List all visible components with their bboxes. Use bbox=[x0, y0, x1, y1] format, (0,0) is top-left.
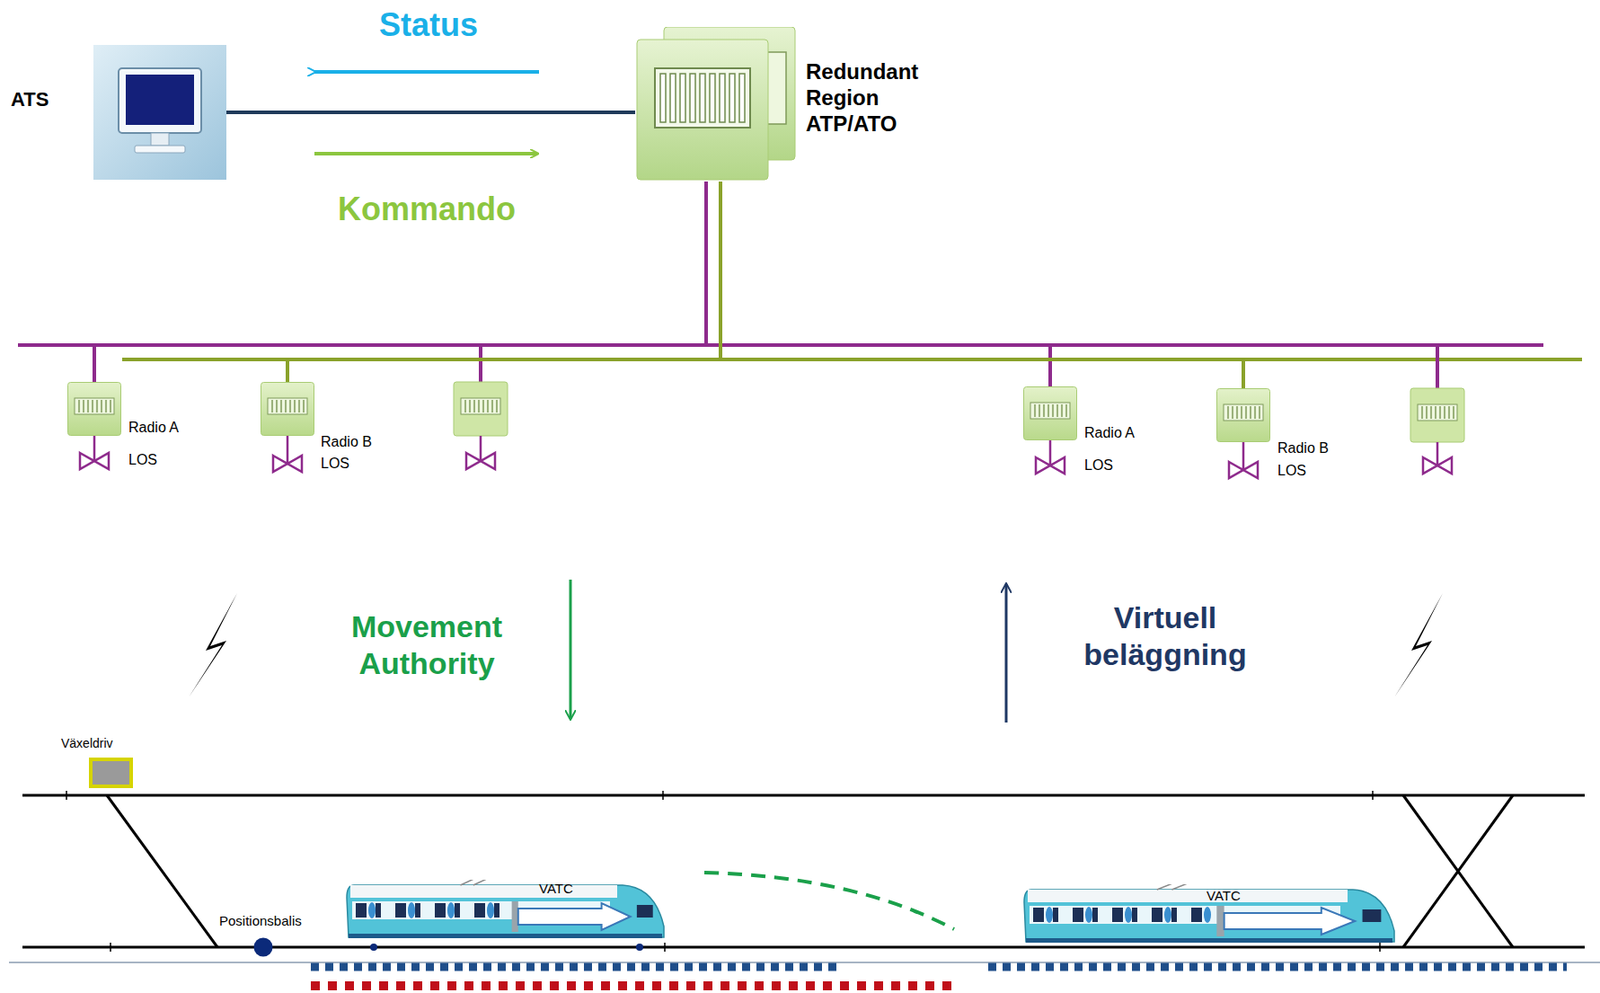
ats-workstation: ATS bbox=[93, 44, 227, 180]
movement-authority-arrow bbox=[569, 579, 573, 719]
radio-drop bbox=[478, 344, 483, 382]
node-label: Positionsbalis bbox=[219, 912, 302, 929]
node-label: LOS bbox=[1277, 461, 1307, 479]
axle-dot bbox=[370, 943, 378, 951]
lightning-symbol bbox=[188, 592, 238, 698]
connector bbox=[720, 181, 1244, 389]
status-arrow bbox=[314, 70, 540, 74]
braking-curve bbox=[704, 872, 955, 929]
node-label: Redundant Region ATP/ATO bbox=[805, 59, 941, 137]
annotation-label: Movement Authority bbox=[323, 608, 531, 682]
switch-machine: Växeldriv bbox=[88, 757, 133, 788]
train: VATC bbox=[344, 879, 666, 945]
annotation-label: Kommando bbox=[337, 189, 516, 229]
train: VATC bbox=[1022, 883, 1397, 949]
node-label: Radio A bbox=[128, 418, 179, 436]
node-label: Radio B bbox=[1277, 439, 1329, 457]
axle-dot bbox=[636, 943, 644, 951]
connector bbox=[706, 181, 1051, 387]
connector bbox=[287, 181, 721, 382]
node-label: LOS bbox=[128, 450, 158, 469]
annotation-label: Status bbox=[379, 5, 478, 45]
radio-drop bbox=[1435, 344, 1440, 389]
radio-unit: Radio ALOS bbox=[1023, 386, 1078, 441]
lightning-symbol bbox=[1394, 592, 1443, 698]
occupancy-arrow bbox=[1005, 583, 1008, 723]
radio-unit bbox=[453, 381, 508, 436]
node-label: LOS bbox=[1084, 456, 1114, 474]
region-server: Redundant Region ATP/ATO bbox=[635, 26, 797, 182]
track bbox=[22, 795, 1585, 947]
node-label: ATS bbox=[10, 88, 49, 112]
radio-unit: Radio ALOS bbox=[67, 381, 122, 436]
node-label: VATC bbox=[539, 880, 574, 897]
connector bbox=[226, 110, 636, 115]
node-label: VATC bbox=[1206, 887, 1241, 904]
occupancy-row bbox=[988, 963, 1567, 972]
node-label: LOS bbox=[320, 454, 350, 472]
annotation-label: Virtuell beläggning bbox=[1057, 599, 1273, 673]
radio-unit: Radio BLOS bbox=[1216, 388, 1271, 442]
connector bbox=[94, 181, 707, 382]
radio-unit bbox=[1410, 388, 1465, 442]
node-label: Radio B bbox=[320, 433, 372, 451]
antenna-symbol bbox=[79, 435, 1452, 478]
radio-unit: Radio BLOS bbox=[260, 381, 315, 436]
command-arrow bbox=[314, 151, 538, 156]
occupancy-row bbox=[310, 963, 842, 972]
authority-row bbox=[310, 981, 955, 991]
position-balise: Positionsbalis bbox=[253, 937, 274, 957]
node-label: Växeldriv bbox=[61, 735, 114, 752]
node-label: Radio A bbox=[1084, 424, 1135, 442]
